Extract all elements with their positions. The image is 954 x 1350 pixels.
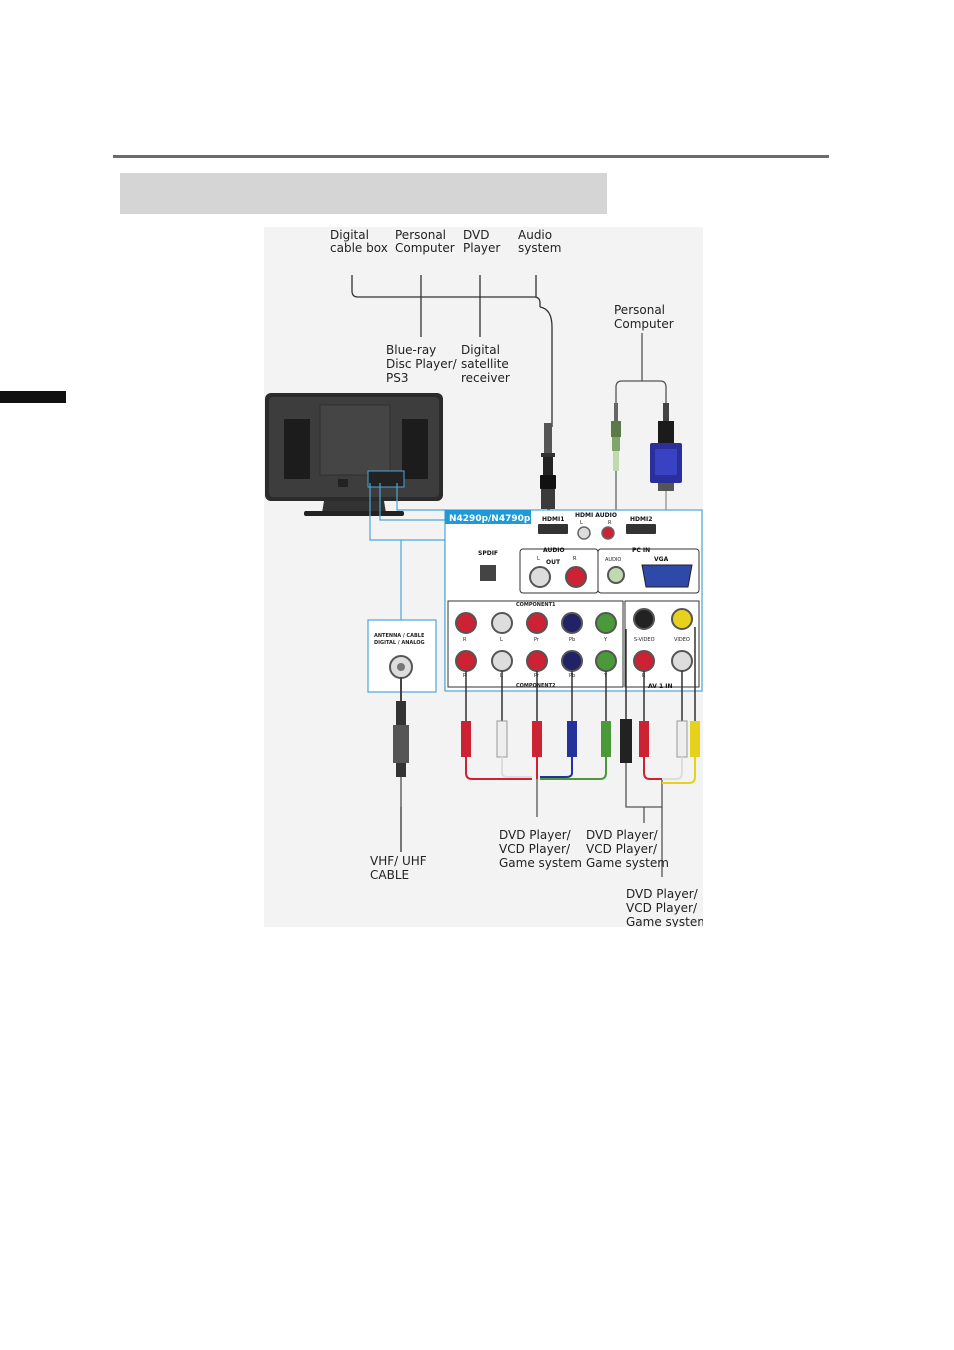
svg-text:AV 1 IN: AV 1 IN bbox=[648, 683, 673, 690]
svg-text:R: R bbox=[573, 556, 577, 562]
svg-text:cable box: cable box bbox=[330, 241, 388, 255]
component-bundle bbox=[465, 757, 607, 817]
svg-text:COMPONENT1: COMPONENT1 bbox=[516, 602, 556, 608]
svg-text:HDMI1: HDMI1 bbox=[542, 516, 564, 523]
svg-text:Player: Player bbox=[463, 241, 500, 255]
svg-text:PC IN: PC IN bbox=[632, 547, 650, 554]
label-dvd-svideo: DVD Player/ VCD Player/ Game system bbox=[586, 828, 669, 870]
side-tab-marker bbox=[0, 391, 66, 403]
svg-text:satellite: satellite bbox=[461, 357, 509, 371]
spdif-port bbox=[480, 565, 496, 581]
pc-bracket bbox=[615, 333, 667, 403]
svideo-jack bbox=[633, 608, 655, 630]
video-jack bbox=[671, 608, 693, 630]
svg-text:DVD Player/: DVD Player/ bbox=[586, 828, 659, 842]
svg-text:Computer: Computer bbox=[614, 317, 674, 331]
pc-audio-jack bbox=[607, 566, 625, 584]
svg-text:AUDIO: AUDIO bbox=[605, 557, 621, 563]
svg-text:Computer: Computer bbox=[395, 241, 455, 255]
svg-text:Y: Y bbox=[603, 637, 608, 643]
svg-text:SPDIF: SPDIF bbox=[478, 550, 498, 557]
svg-text:Game system: Game system bbox=[586, 856, 669, 870]
label-bluray: Blue-ray Disc Player/ PS3 bbox=[386, 343, 458, 385]
svg-text:S-VIDEO: S-VIDEO bbox=[634, 637, 655, 643]
hdmi-audio-r-jack bbox=[601, 526, 615, 540]
header-rule bbox=[113, 155, 829, 158]
label-digital-satellite: Digital satellite receiver bbox=[461, 343, 510, 385]
svg-text:DVD Player/: DVD Player/ bbox=[499, 828, 572, 842]
svg-text:Digital: Digital bbox=[330, 228, 369, 242]
svg-text:receiver: receiver bbox=[461, 371, 510, 385]
audio-out-r-jack bbox=[565, 566, 587, 588]
rca-plugs bbox=[461, 719, 700, 763]
model-label: N4290p/N4790p bbox=[449, 514, 531, 524]
svg-text:CABLE: CABLE bbox=[370, 868, 409, 882]
svg-text:DVD Player/: DVD Player/ bbox=[626, 887, 699, 901]
label-vhf-uhf-cable: VHF/ UHF CABLE bbox=[370, 854, 427, 882]
component-jacks bbox=[455, 612, 617, 672]
svg-text:VCD Player/: VCD Player/ bbox=[626, 901, 698, 915]
vga-port bbox=[641, 564, 693, 588]
hdmi-source-bracket bbox=[351, 275, 553, 445]
label-dvd-component: DVD Player/ VCD Player/ Game system bbox=[499, 828, 582, 870]
rear-panel: N4290p/N4790p HDMI1 HDMI AUDIO L R HDMI2… bbox=[444, 509, 703, 692]
av-bundle bbox=[625, 757, 696, 877]
svg-text:Blue-ray: Blue-ray bbox=[386, 343, 436, 357]
svg-text:Pr: Pr bbox=[534, 637, 540, 643]
svg-text:Game system: Game system bbox=[499, 856, 582, 870]
svg-text:VIDEO: VIDEO bbox=[674, 637, 690, 643]
svg-text:COMPONENT2: COMPONENT2 bbox=[516, 683, 556, 689]
svg-text:DVD: DVD bbox=[463, 228, 489, 242]
svg-text:VGA: VGA bbox=[654, 556, 669, 563]
svg-text:VCD Player/: VCD Player/ bbox=[586, 842, 658, 856]
coax-plug-icon bbox=[393, 677, 409, 852]
svg-text:ANTENNA / CABLE: ANTENNA / CABLE bbox=[374, 633, 425, 639]
svg-text:PS3: PS3 bbox=[386, 371, 409, 385]
svg-text:AUDIO: AUDIO bbox=[543, 547, 565, 554]
hdmi1-port bbox=[538, 524, 568, 534]
svg-text:R: R bbox=[463, 673, 467, 679]
svg-text:L: L bbox=[500, 637, 503, 643]
svg-text:Disc Player/: Disc Player/ bbox=[386, 357, 458, 371]
svg-text:Pb: Pb bbox=[569, 637, 575, 643]
svg-text:L: L bbox=[580, 520, 583, 526]
svg-text:Personal: Personal bbox=[614, 303, 665, 317]
label-personal-computer-top: Personal Computer bbox=[395, 228, 455, 255]
rca-cables bbox=[465, 627, 696, 721]
svg-text:system: system bbox=[518, 241, 561, 255]
tv-back-icon bbox=[265, 393, 443, 516]
av1-jacks bbox=[633, 608, 693, 672]
svg-text:R: R bbox=[608, 520, 612, 526]
svg-text:Audio: Audio bbox=[518, 228, 552, 242]
label-personal-computer-right: Personal Computer bbox=[614, 303, 674, 331]
svg-text:Personal: Personal bbox=[395, 228, 446, 242]
section-banner bbox=[120, 173, 607, 214]
label-digital-cable-box: Digital cable box bbox=[330, 228, 388, 255]
label-dvd-video: DVD Player/ VCD Player/ Game system bbox=[626, 887, 709, 929]
vga-plug-icon bbox=[650, 403, 682, 511]
svg-text:VHF/ UHF: VHF/ UHF bbox=[370, 854, 427, 868]
svg-text:Digital: Digital bbox=[461, 343, 500, 357]
svg-text:R: R bbox=[463, 637, 467, 643]
audio-out-l-jack bbox=[529, 566, 551, 588]
svg-text:VCD Player/: VCD Player/ bbox=[499, 842, 571, 856]
label-audio-system: Audio system bbox=[518, 228, 561, 255]
svg-text:L: L bbox=[537, 556, 540, 562]
label-dvd-player-top: DVD Player bbox=[463, 228, 500, 255]
hdmi-plug-icon bbox=[540, 423, 556, 513]
svg-text:Game system: Game system bbox=[626, 915, 703, 927]
connection-diagram-svg: Digital cable box Personal Computer DVD … bbox=[265, 228, 709, 929]
svg-text:OUT: OUT bbox=[546, 559, 561, 566]
svg-text:HDMI2: HDMI2 bbox=[630, 516, 652, 523]
hdmi-audio-l-jack bbox=[577, 526, 591, 540]
svg-text:DIGITAL / ANALOG: DIGITAL / ANALOG bbox=[374, 640, 425, 646]
svg-text:HDMI AUDIO: HDMI AUDIO bbox=[575, 512, 617, 519]
hdmi2-port bbox=[626, 524, 656, 534]
connection-diagram: Digital cable box Personal Computer DVD … bbox=[264, 227, 709, 929]
